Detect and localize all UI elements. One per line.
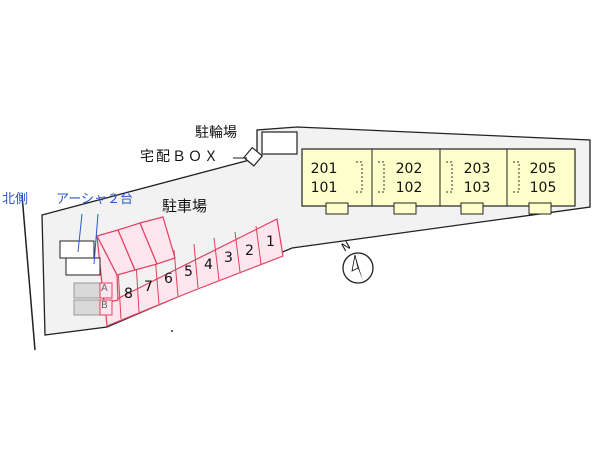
entrance-steps xyxy=(325,202,552,215)
west-boundary-line xyxy=(21,194,36,351)
bike-parking-label: 駐輪場 xyxy=(195,125,237,141)
arsha-note-label: アーシャ２台 xyxy=(56,192,133,207)
unit-202-label: 202 xyxy=(395,161,423,177)
parking-space-1: 1 xyxy=(266,234,275,250)
marker-dot xyxy=(171,330,173,332)
slot-b-label: B xyxy=(101,300,108,311)
north-compass-icon xyxy=(342,252,374,284)
unit-105-label: 105 xyxy=(529,180,557,196)
delivery-box-icon xyxy=(243,146,264,167)
unit-201-label: 201 xyxy=(310,161,338,177)
bike-parking-box xyxy=(261,131,298,155)
stair-markers xyxy=(356,161,520,193)
parking-space-5: 5 xyxy=(184,264,193,280)
unit-103-label: 103 xyxy=(463,180,491,196)
parking-space-7: 7 xyxy=(144,279,153,295)
unit-205-label: 205 xyxy=(529,161,557,177)
unit-101-label: 101 xyxy=(310,180,338,196)
parking-space-4: 4 xyxy=(204,257,213,273)
parking-space-2: 2 xyxy=(245,243,254,259)
spot-ab xyxy=(73,282,113,316)
unit-102-label: 102 xyxy=(395,180,423,196)
parking-space-3: 3 xyxy=(224,250,233,266)
parking-area-row xyxy=(104,218,284,327)
building-block xyxy=(301,148,576,207)
unit-203-label: 203 xyxy=(463,161,491,177)
parking-bays-vertical xyxy=(96,216,176,304)
north-side-label: 北側 xyxy=(2,192,29,207)
delivery-box-label: 宅配ＢＯＸ xyxy=(140,149,220,165)
parking-space-6: 6 xyxy=(164,271,173,287)
slot-a-label: A xyxy=(101,283,108,294)
arsha-pointer xyxy=(77,213,99,265)
parking-space-8: 8 xyxy=(124,286,133,302)
arsha-spots xyxy=(59,240,101,276)
parking-label: 駐車場 xyxy=(162,197,208,215)
